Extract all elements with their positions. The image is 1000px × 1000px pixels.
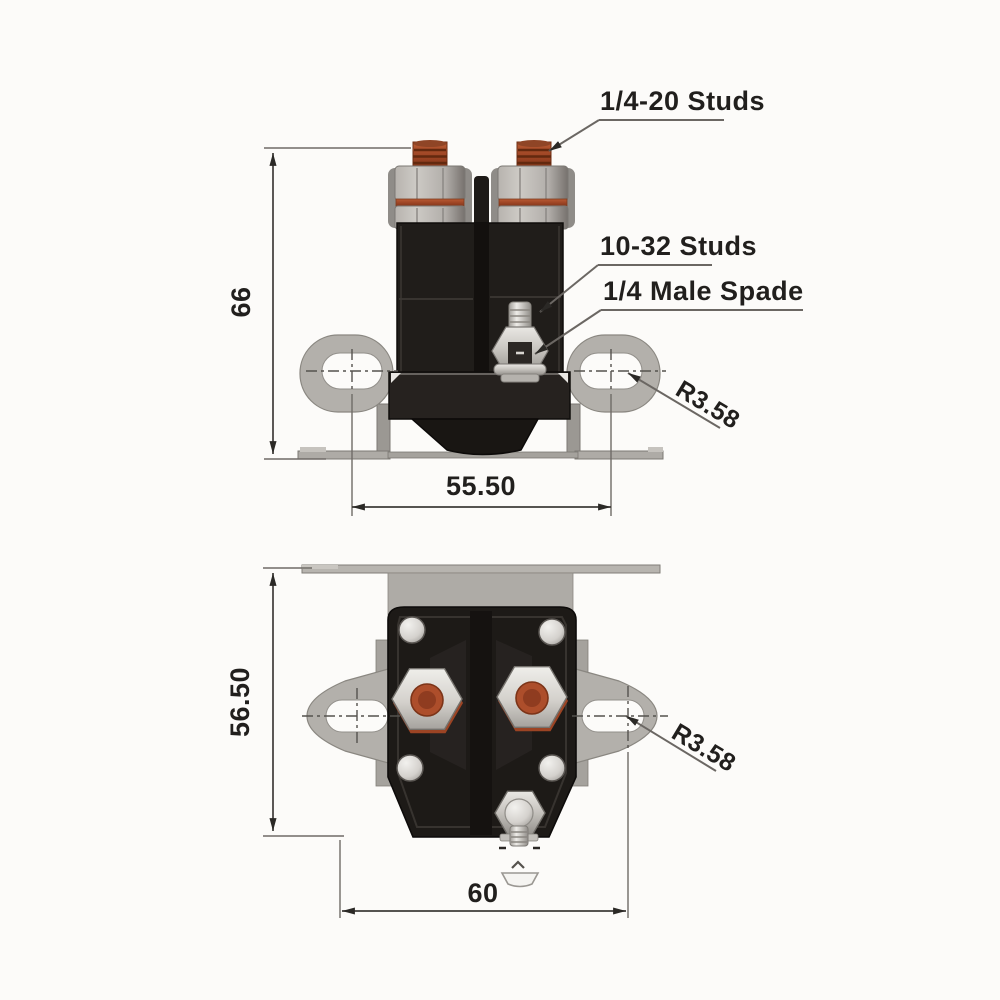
dim-front-width: 55.50: [446, 471, 516, 501]
radius-front: R3.58: [671, 375, 745, 435]
small-terminal-top: [494, 790, 546, 888]
hex-stud-right-top: [496, 666, 568, 732]
callouts: 1/4-20 Studs 10-32 Studs 1/4 Male Spade: [534, 86, 804, 355]
body-bottom-flange: [410, 418, 540, 456]
callout-1032-studs: 10-32 Studs: [600, 231, 757, 261]
body-base: [388, 371, 571, 420]
dim-front-height: 66: [226, 286, 256, 317]
callout-quarter-studs: 1/4-20 Studs: [600, 86, 765, 116]
rivet: [396, 754, 424, 782]
radius-leader-top: [625, 715, 717, 772]
rivet: [538, 754, 566, 782]
radius-leader-front: [627, 372, 721, 429]
rivet: [538, 618, 566, 646]
radius-top: R3.58: [667, 718, 741, 778]
solenoid-body-front: [388, 176, 571, 456]
terminal-stud-left: [388, 140, 472, 230]
bracket-foot-left: [297, 450, 391, 460]
front-view: [297, 140, 666, 460]
callout-male-spade: 1/4 Male Spade: [603, 276, 804, 306]
bracket-foot-right: [574, 450, 664, 460]
small-terminal-front: [491, 301, 549, 383]
terminal-stud-right: [491, 140, 575, 230]
top-view: [301, 564, 668, 888]
spade-terminal-top: [500, 872, 540, 888]
bracket-plate-edge: [301, 564, 661, 574]
center-post: [474, 176, 489, 228]
spade-tip-mark: [511, 860, 525, 869]
rivet: [398, 616, 426, 644]
slot-hole-right-top: [581, 699, 645, 733]
dim-top-height: 56.50: [225, 667, 255, 737]
hex-stud-left-top: [391, 668, 463, 734]
centerlines-front: [306, 349, 666, 393]
dim-top-width: 60: [467, 878, 498, 908]
